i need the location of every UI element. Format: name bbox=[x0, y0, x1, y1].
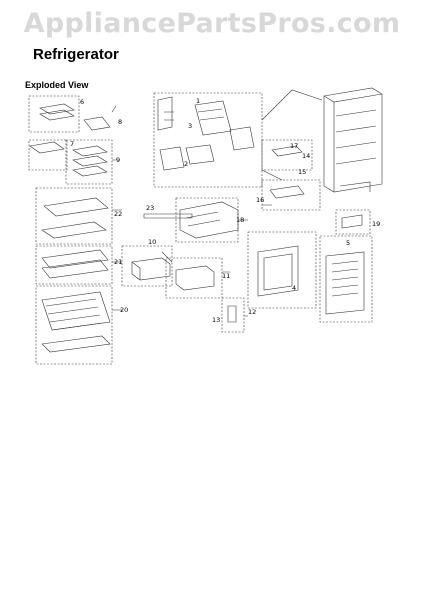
drawer-left bbox=[121, 245, 173, 287]
rear-panel bbox=[319, 209, 373, 323]
cabinet-body bbox=[323, 87, 383, 193]
callout-4: 4 bbox=[292, 284, 296, 292]
page-subtitle: Exploded View bbox=[25, 80, 89, 90]
callout-15: 15 bbox=[298, 168, 306, 176]
callout-10: 10 bbox=[148, 238, 156, 246]
callout-12: 12 bbox=[248, 308, 256, 316]
callout-9: 9 bbox=[116, 156, 120, 164]
door-assembly bbox=[247, 231, 317, 309]
callout-17: 17 bbox=[290, 142, 298, 150]
watermark-logo: AppliancePartsPros.com bbox=[23, 8, 401, 39]
callout-7: 7 bbox=[70, 140, 74, 148]
callout-5: 5 bbox=[346, 239, 350, 247]
callout-2: 2 bbox=[184, 160, 188, 168]
callout-1: 1 bbox=[196, 97, 200, 105]
callout-22: 22 bbox=[114, 210, 122, 218]
page-title: Refrigerator bbox=[33, 46, 119, 63]
callout-8: 8 bbox=[118, 118, 122, 126]
water-tank bbox=[143, 197, 239, 243]
callout-18: 18 bbox=[236, 216, 244, 224]
callout-21: 21 bbox=[114, 258, 122, 266]
callout-11: 11 bbox=[222, 272, 230, 280]
callout-3: 3 bbox=[188, 122, 192, 130]
callout-6: 6 bbox=[80, 98, 84, 106]
crisper-cover-group bbox=[35, 187, 113, 365]
evaporator-area bbox=[261, 139, 321, 211]
icemaker-assembly bbox=[153, 92, 263, 188]
small-parts-group bbox=[221, 297, 245, 333]
callout-14: 14 bbox=[302, 152, 310, 160]
callout-20: 20 bbox=[120, 306, 128, 314]
door-shelf-group-top bbox=[28, 95, 113, 185]
callout-13: 13 bbox=[212, 316, 220, 324]
callout-19: 19 bbox=[372, 220, 380, 228]
callout-23: 23 bbox=[146, 204, 154, 212]
drawer-right bbox=[165, 257, 223, 299]
callout-16: 16 bbox=[256, 196, 264, 204]
